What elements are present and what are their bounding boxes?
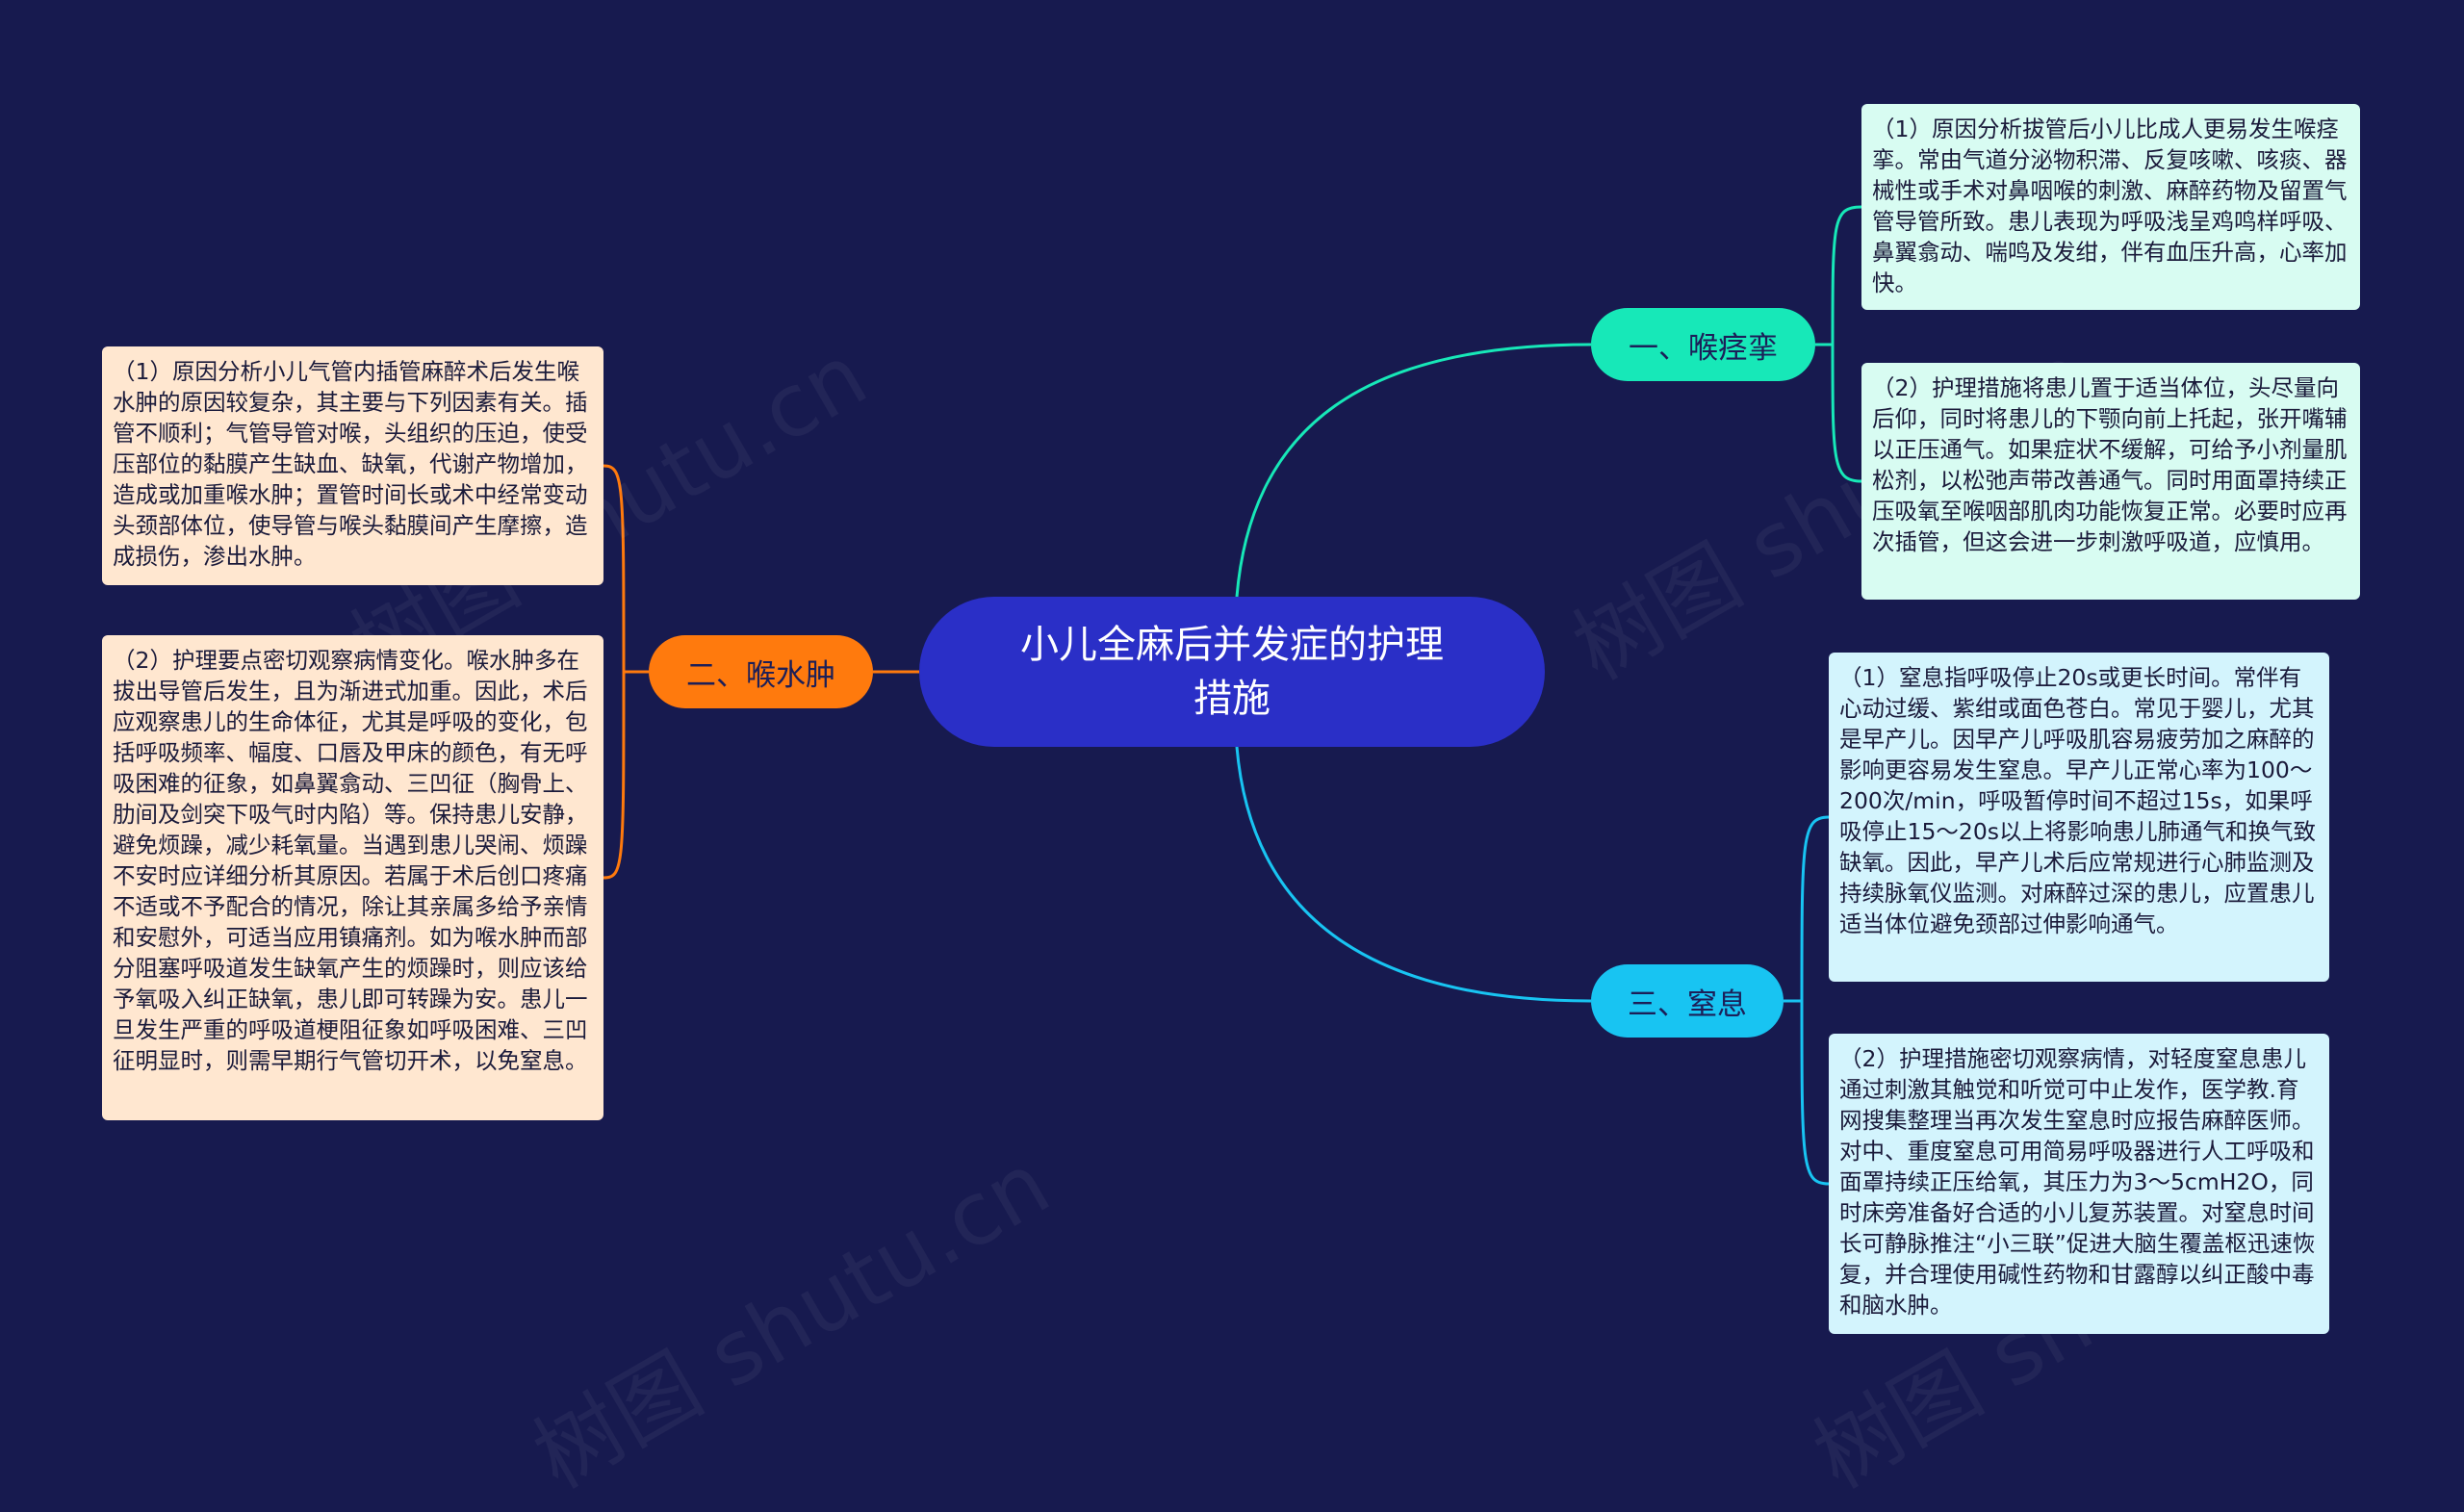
leaf-asphyxia-care[interactable]: （2）护理措施密切观察病情，对轻度窒息患儿通过刺激其触觉和听觉可中止发作，医学教… — [1829, 1034, 2329, 1334]
connector-branch1-leaves — [1815, 205, 1862, 483]
branch-asphyxia[interactable]: 三、窒息 — [1591, 964, 1784, 1038]
connector-branch3-leaves — [1784, 815, 1830, 1186]
branch-laryngospasm[interactable]: 一、喉痉挛 — [1591, 308, 1815, 381]
leaf-laryngospasm-care[interactable]: （2）护理措施将患儿置于适当体位，头尽量向后仰，同时将患儿的下颚向前上托起，张开… — [1861, 363, 2360, 600]
central-topic[interactable]: 小儿全麻后并发症的护理措施 — [919, 597, 1545, 747]
leaf-edema-cause[interactable]: （1）原因分析小儿气管内插管麻醉术后发生喉水肿的原因较复杂，其主要与下列因素有关… — [102, 346, 603, 585]
central-topic-label: 小儿全麻后并发症的护理措施 — [1020, 623, 1444, 721]
connector-center-branch3 — [1235, 746, 1592, 1003]
branch-label: 二、喉水肿 — [686, 657, 835, 693]
connector-center-branch1 — [1235, 343, 1592, 598]
branch-laryngeal-edema[interactable]: 二、喉水肿 — [649, 635, 873, 708]
leaf-edema-care[interactable]: （2）护理要点密切观察病情变化。喉水肿多在拔出导管后发生，且为渐进式加重。因此，… — [102, 635, 603, 1120]
leaf-asphyxia-definition[interactable]: （1）窒息指呼吸停止20s或更长时间。常伴有心动过缓、紫绀或面色苍白。常见于婴儿… — [1829, 653, 2329, 982]
leaf-laryngospasm-cause[interactable]: （1）原因分析拔管后小儿比成人更易发生喉痉挛。常由气道分泌物积滞、反复咳嗽、咳痰… — [1861, 104, 2360, 310]
connector-branch2-leaves — [603, 464, 649, 880]
branch-label: 三、窒息 — [1628, 987, 1747, 1022]
branch-label: 一、喉痉挛 — [1629, 330, 1778, 366]
connector-lines — [603, 205, 1862, 1186]
